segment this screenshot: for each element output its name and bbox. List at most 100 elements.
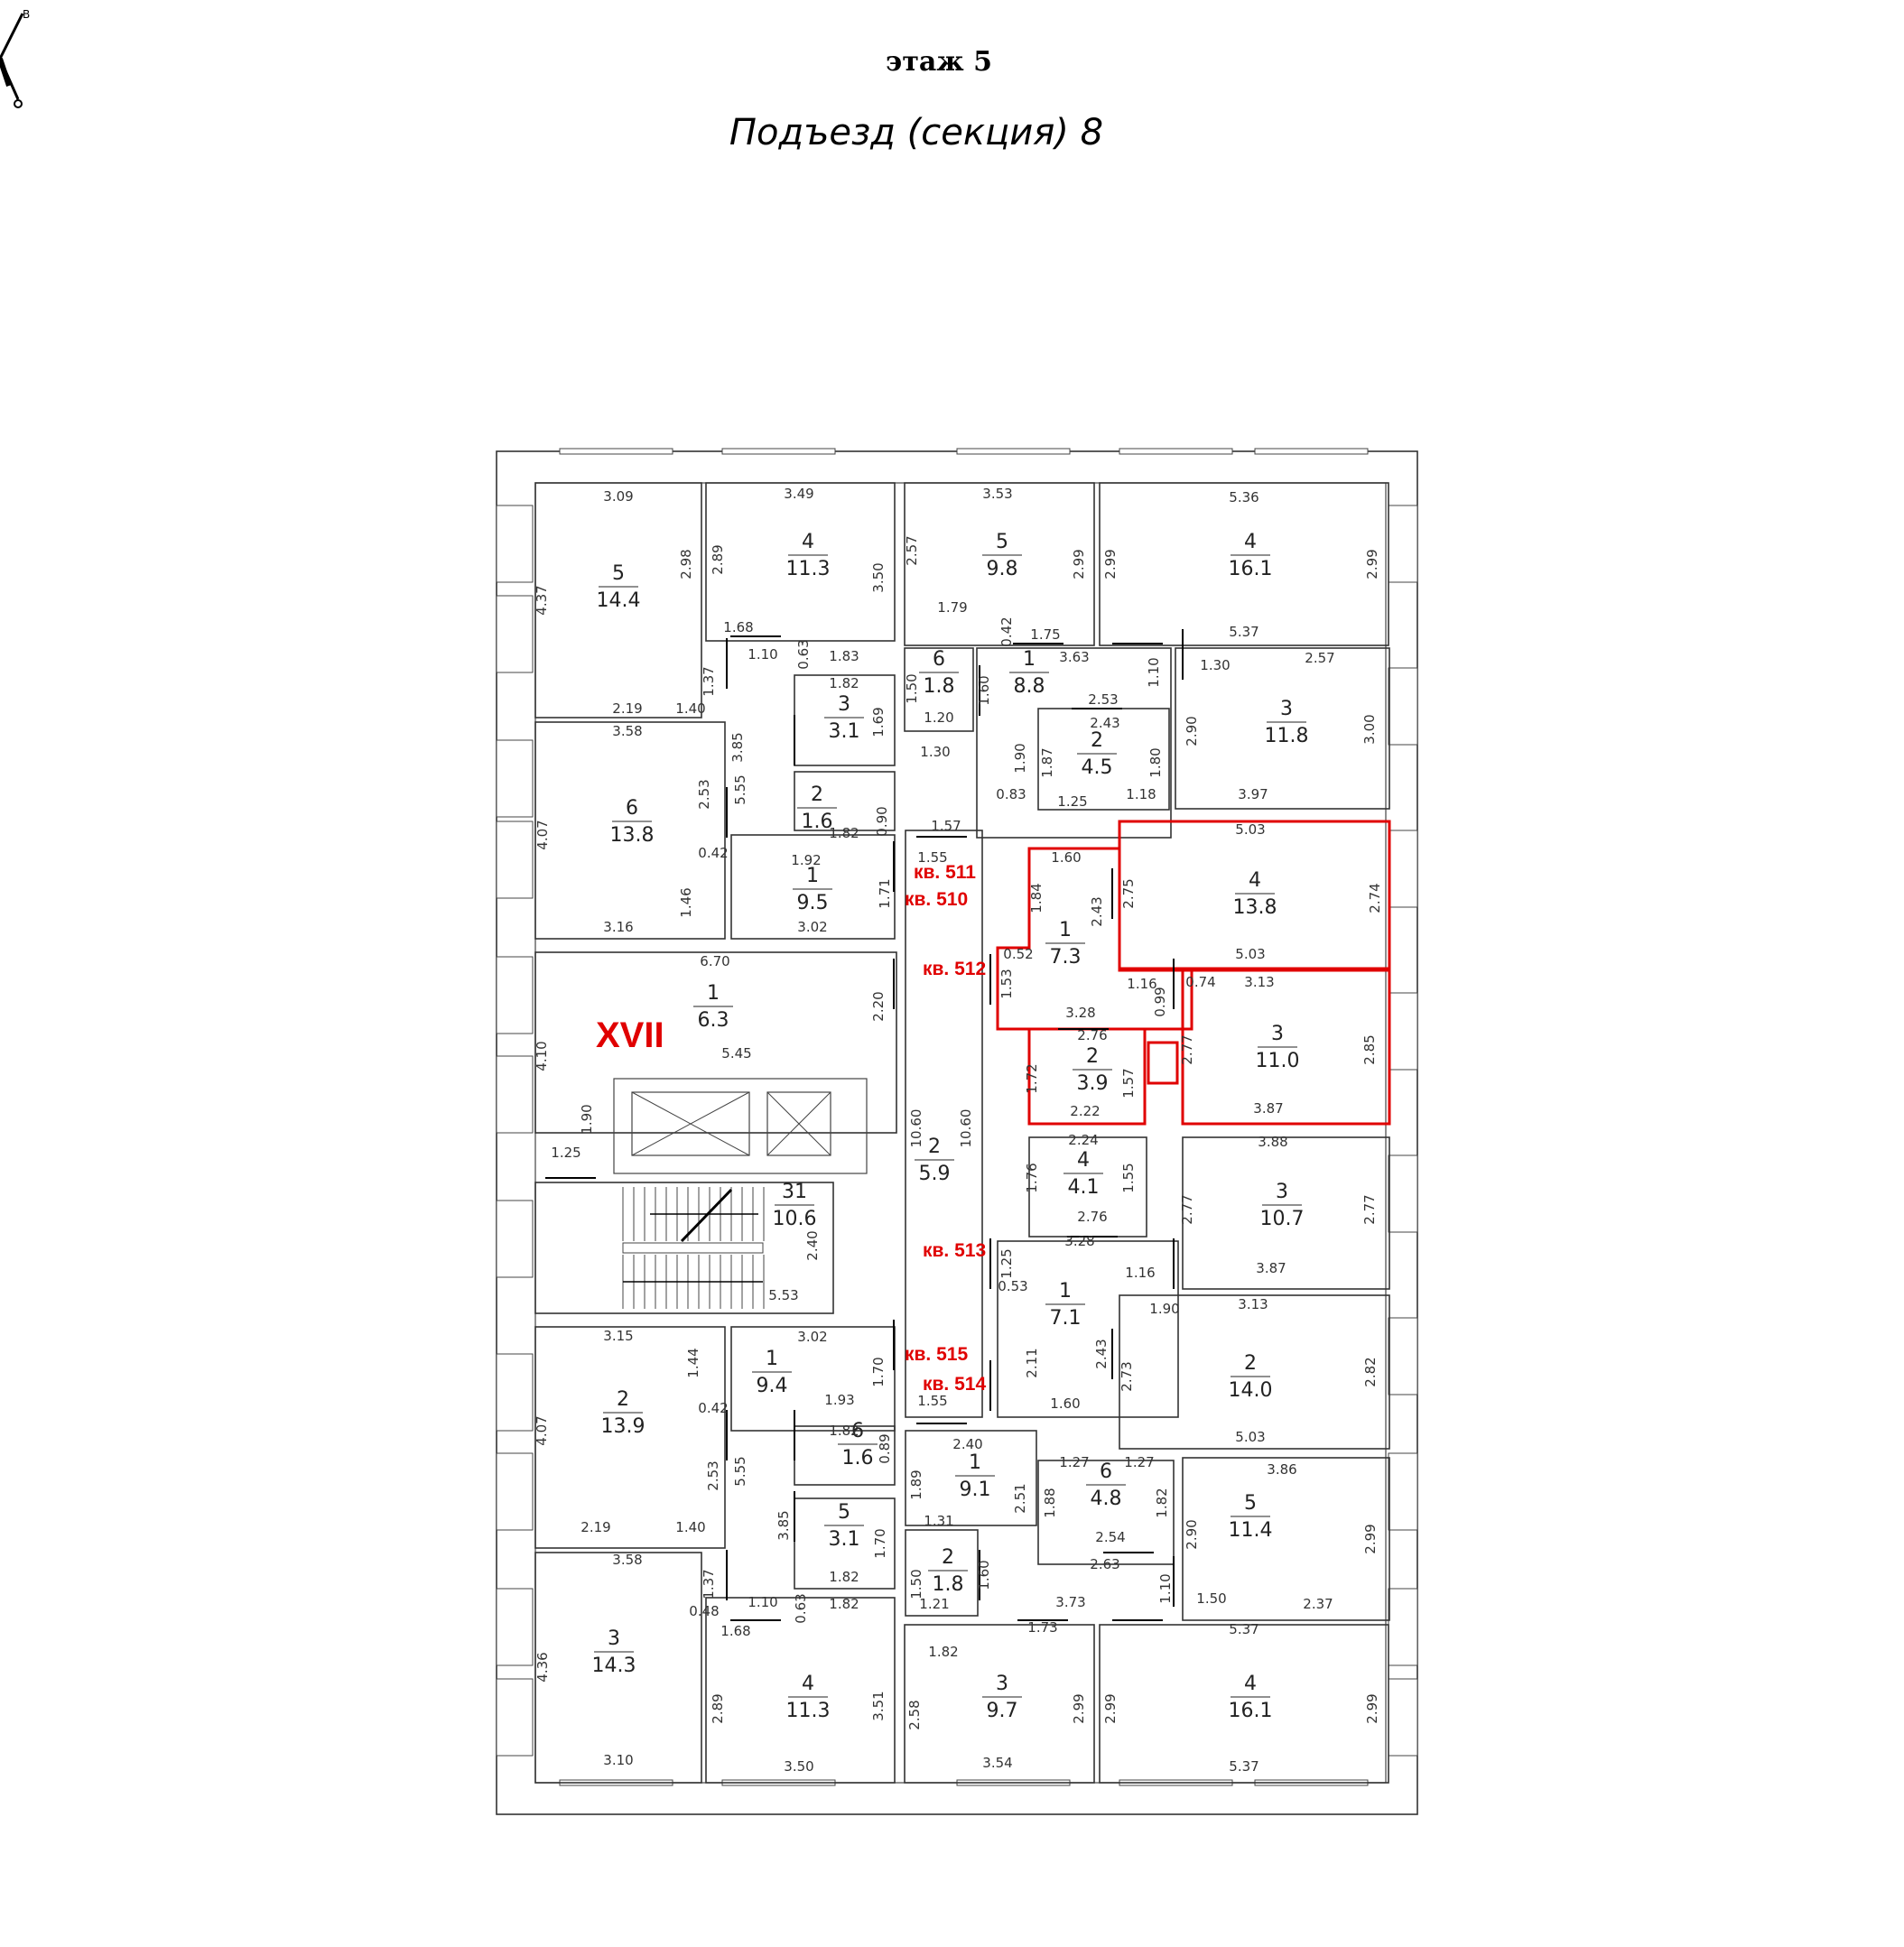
- dimension-label: 2.57: [904, 535, 920, 565]
- dimension-label: 1.37: [701, 1569, 717, 1599]
- compass-letter: В: [23, 8, 30, 21]
- room-number: 5: [612, 562, 625, 585]
- room-r11: [534, 721, 726, 940]
- dimension-label: 2.89: [710, 1693, 726, 1723]
- dimension-label: 1.50: [908, 1569, 924, 1599]
- dimension-label: 2.99: [1362, 1524, 1379, 1553]
- dimension-label: 0.83: [996, 786, 1026, 802]
- dimension-label: 3.13: [1238, 1296, 1268, 1312]
- room-area: 8.8: [1014, 675, 1045, 698]
- window: [496, 1588, 534, 1666]
- window: [496, 739, 534, 818]
- room-number: 2: [1244, 1352, 1257, 1375]
- room-number: 31: [782, 1181, 807, 1203]
- window: [1388, 992, 1418, 1071]
- dimension-label: 3.51: [870, 1691, 887, 1720]
- room-area: 9.4: [757, 1375, 788, 1397]
- dimension-label: 4.37: [534, 585, 550, 615]
- rooms: [534, 482, 1391, 1784]
- room-area: 14.0: [1229, 1379, 1273, 1402]
- room-number: 4: [802, 531, 814, 553]
- room-area: 1.8: [933, 1573, 964, 1596]
- room-area: 11.0: [1256, 1050, 1300, 1072]
- room-area: 3.1: [829, 720, 860, 743]
- room-area: 9.8: [987, 558, 1018, 580]
- window: [1388, 1678, 1418, 1757]
- dimension-label: 1.57: [1120, 1068, 1137, 1098]
- room-r17-closet: [1147, 1041, 1179, 1085]
- dimension-label: 1.10: [748, 646, 777, 663]
- dimension-label: 2.99: [1102, 549, 1119, 579]
- room-area: 1.6: [842, 1447, 874, 1470]
- dimension-label: 1.68: [720, 1623, 750, 1639]
- dimension-label: 2.76: [1077, 1209, 1107, 1225]
- dimension-label: 3.87: [1253, 1100, 1283, 1117]
- dimension-label: 0.42: [698, 845, 728, 861]
- dimension-label: 3.16: [603, 919, 633, 935]
- dimension-label: 3.28: [1064, 1233, 1094, 1249]
- window: [1388, 1154, 1418, 1233]
- dimension-label: 0.89: [877, 1433, 893, 1463]
- dimension-label: 10.60: [908, 1109, 924, 1148]
- room-area: 3.9: [1077, 1072, 1109, 1095]
- room-number: 1: [1023, 648, 1036, 671]
- dimension-label: 5.45: [721, 1045, 751, 1062]
- dimension-label: 2.82: [1362, 1357, 1379, 1386]
- apartment-label: кв. 515: [905, 1344, 968, 1365]
- dimension-label: 3.13: [1244, 974, 1274, 990]
- dimension-label: 0.52: [1003, 946, 1033, 962]
- dimension-label: 3.88: [1258, 1134, 1287, 1150]
- dimension-label: 4.07: [534, 820, 551, 849]
- window: [496, 1200, 534, 1278]
- dimension-label: 2.98: [678, 549, 694, 579]
- dimension-label: 3.86: [1267, 1461, 1296, 1478]
- dimension-label: 5.03: [1235, 1429, 1265, 1445]
- dimension-label: 2.58: [906, 1700, 923, 1729]
- dimension-label: 2.74: [1367, 883, 1383, 913]
- dimension-label: 1.10: [1157, 1573, 1174, 1603]
- dimension-label: 1.31: [924, 1513, 953, 1529]
- room-area: 14.3: [592, 1655, 636, 1677]
- room-number: 2: [1086, 1045, 1099, 1068]
- window: [1388, 1588, 1418, 1666]
- room-area: 13.9: [601, 1415, 646, 1438]
- dimension-label: 5.03: [1235, 821, 1265, 838]
- room-r20: [1182, 1136, 1390, 1290]
- dimension-label: 1.82: [829, 825, 859, 841]
- dimension-label: 2.53: [705, 1460, 721, 1490]
- room-number: 2: [1091, 729, 1103, 752]
- dimension-label: 1.84: [1028, 883, 1045, 913]
- dimension-label: 1.90: [1149, 1301, 1179, 1317]
- dimension-label: 1.30: [1200, 657, 1230, 673]
- floor-title: этаж 5: [886, 46, 992, 78]
- window: [1388, 505, 1418, 583]
- dimension-label: 1.82: [829, 1423, 859, 1439]
- room-number: 1: [969, 1451, 981, 1474]
- stair-landing: [622, 1242, 764, 1254]
- dimension-label: 1.55: [1120, 1163, 1137, 1192]
- section-title: Подъезд (секция) 8: [729, 112, 1103, 153]
- dimension-label: 1.90: [579, 1104, 595, 1134]
- room-area: 10.6: [773, 1208, 817, 1230]
- dimension-label: 1.27: [1059, 1454, 1089, 1470]
- dimension-label: 2.77: [1179, 1194, 1195, 1224]
- dimension-label: 3.53: [982, 486, 1012, 502]
- dimension-label: 2.53: [1088, 691, 1118, 708]
- room-area: 3.1: [829, 1528, 860, 1551]
- room-labels: 514.4411.359.8416.161.818.824.5311.833.1…: [592, 531, 1309, 1722]
- room-r21: [534, 1182, 834, 1314]
- room-area: 5.9: [919, 1163, 951, 1185]
- dimension-label: 2.43: [1090, 715, 1119, 731]
- room-area: 4.1: [1068, 1176, 1100, 1199]
- room-r14: [996, 847, 1193, 1031]
- room-r23: [1119, 1294, 1390, 1450]
- dimension-label: 1.20: [924, 709, 953, 726]
- dimension-label: 3.02: [797, 919, 827, 935]
- dimension-label: 1.80: [1147, 747, 1164, 777]
- room-number: 6: [851, 1420, 864, 1442]
- dimension-label: 5.37: [1229, 624, 1258, 640]
- dimension-label: 2.89: [710, 544, 726, 574]
- room-area: 13.8: [610, 824, 655, 847]
- dimension-label: 1.18: [1126, 786, 1156, 802]
